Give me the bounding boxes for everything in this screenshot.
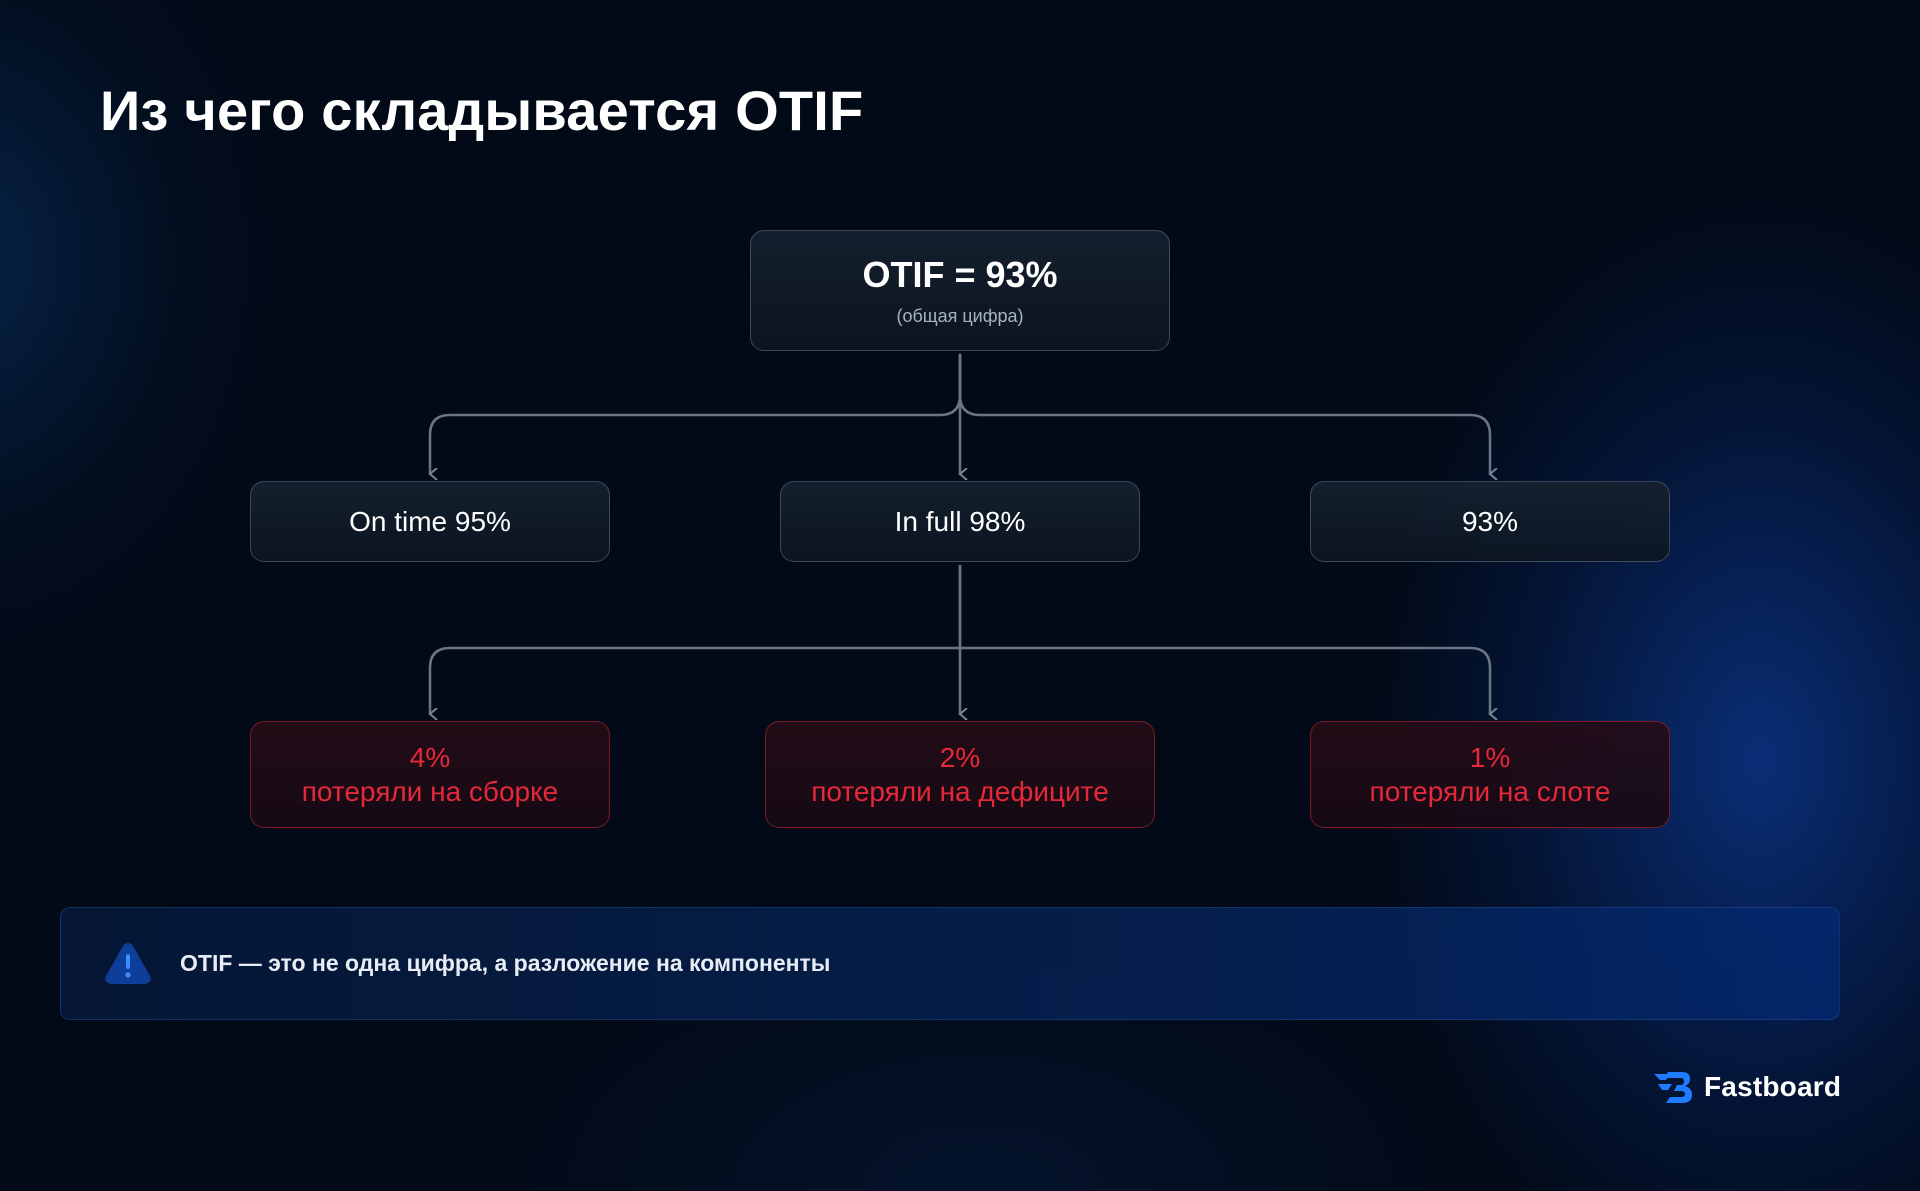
callout-text: OTIF — это не одна цифра, а разложение н… — [180, 950, 831, 976]
loss-value: 1% — [1469, 741, 1511, 773]
connector-root-right — [958, 353, 1490, 474]
fastboard-logo-icon — [1654, 1072, 1692, 1103]
connector-mid-left — [430, 564, 962, 714]
loss-node-deficit: 2% потеряли на дефиците — [765, 721, 1155, 828]
on-time-node: On time 95% — [250, 481, 610, 562]
in-full-label: In full 98% — [894, 505, 1026, 537]
loss-node-assembly: 4% потеряли на сборке — [250, 721, 610, 828]
page-title: Из чего складывается OTIF — [100, 79, 864, 142]
third-metric-node: 93% — [1310, 481, 1670, 562]
connector-mid-right — [958, 646, 1490, 714]
brand-name: Fastboard — [1704, 1071, 1842, 1102]
loss-label: потеряли на слоте — [1369, 775, 1611, 807]
loss-node-slot: 1% потеряли на слоте — [1310, 721, 1670, 828]
brand-logo: Fastboard — [1652, 1068, 1841, 1106]
third-metric-label: 93% — [1461, 505, 1519, 537]
loss-value: 4% — [409, 741, 451, 773]
otif-root-caption: (общая цифра) — [896, 306, 1024, 326]
loss-value: 2% — [939, 741, 981, 773]
warning-icon — [105, 943, 151, 984]
in-full-node: In full 98% — [780, 481, 1140, 562]
loss-label: потеряли на сборке — [301, 775, 559, 807]
loss-label: потеряли на дефиците — [811, 775, 1109, 807]
on-time-label: On time 95% — [349, 505, 511, 537]
otif-root-value: OTIF = 93% — [862, 254, 1058, 295]
callout-banner: OTIF — это не одна цифра, а разложение н… — [60, 907, 1840, 1020]
otif-root-node: OTIF = 93% (общая цифра) — [750, 230, 1170, 351]
connector-root-left — [430, 353, 962, 474]
